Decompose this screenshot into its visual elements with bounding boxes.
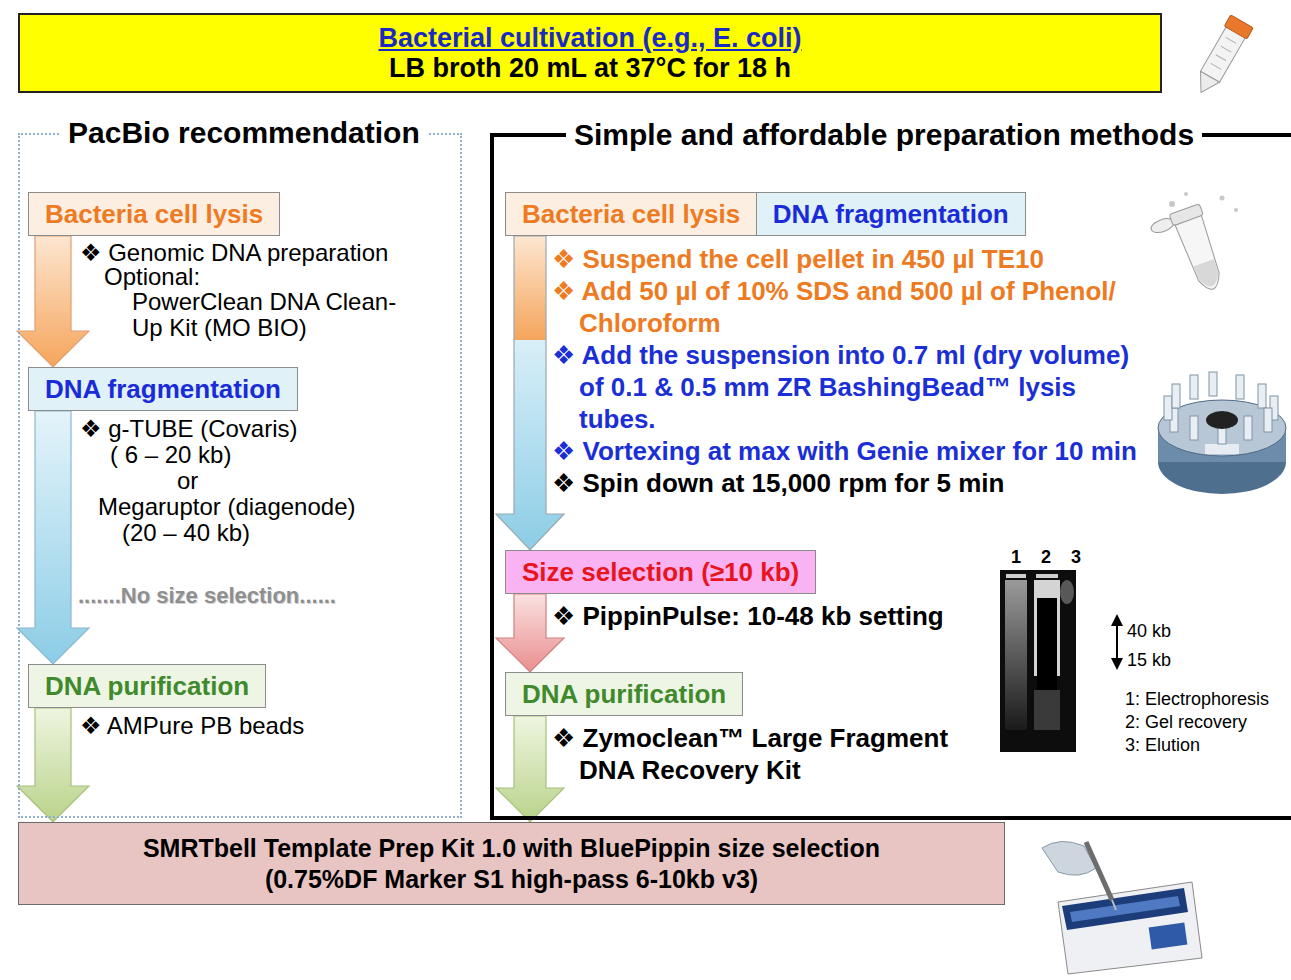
mixer-knob bbox=[1206, 411, 1238, 429]
bead bbox=[1234, 208, 1238, 212]
step-box: DNA fragmentation bbox=[28, 367, 298, 411]
box-heading: PacBio recommendation bbox=[60, 114, 428, 152]
gel-image bbox=[1000, 570, 1076, 752]
box-heading: Bacteria cell lysis bbox=[45, 196, 263, 232]
step-box: Size selection (≥10 kb) bbox=[505, 550, 816, 594]
box-text: LB broth 20 mL at 37°C for 18 h bbox=[389, 53, 791, 83]
well bbox=[1036, 574, 1058, 578]
step-note: ❖ PippinPulse: 10-48 kb setting bbox=[552, 600, 944, 632]
lane-key: 3: Elution bbox=[1125, 734, 1200, 757]
lane-smear bbox=[1005, 580, 1027, 730]
lane-number: 1 bbox=[1011, 546, 1021, 569]
pipette-tip bbox=[1112, 900, 1116, 910]
step-note: Megaruptor (diagenode) bbox=[98, 494, 356, 520]
lane-number: 3 bbox=[1071, 546, 1081, 569]
kit-box: SMRTbell Template Prep Kit 1.0 with Blue… bbox=[18, 822, 1005, 905]
bead bbox=[1169, 201, 1175, 207]
box-heading: DNA fragmentation bbox=[45, 371, 281, 407]
lane-key: 2: Gel recovery bbox=[1125, 711, 1247, 734]
step-box: Bacteria cell lysis bbox=[505, 192, 757, 236]
arrow-head bbox=[1111, 658, 1123, 670]
mixer-tubes bbox=[1164, 372, 1278, 444]
size-range-arrow bbox=[1111, 614, 1123, 670]
box-heading: DNA purification bbox=[45, 668, 249, 704]
tube-cap bbox=[1224, 15, 1253, 39]
tube bbox=[1190, 375, 1198, 399]
flow-arrow bbox=[17, 411, 89, 664]
beads bbox=[1193, 259, 1222, 290]
elution-band bbox=[1060, 580, 1074, 604]
tube bbox=[1209, 372, 1217, 396]
tube-tip bbox=[1191, 71, 1219, 98]
arrow-line bbox=[1116, 624, 1118, 660]
bead bbox=[1184, 192, 1188, 196]
box-heading: Size selection (≥10 kb) bbox=[522, 554, 799, 590]
tube-body bbox=[1175, 216, 1226, 294]
step-note: ❖ Suspend the cell pellet in 450 µl TE10 bbox=[552, 243, 1044, 275]
tube bbox=[1258, 384, 1266, 408]
flow-arrow bbox=[17, 708, 89, 822]
lane-number: 2 bbox=[1041, 546, 1051, 569]
step-note: PowerClean DNA Clean-Up Kit (MO BIO) bbox=[132, 289, 402, 341]
excised-band bbox=[1037, 598, 1057, 690]
box-heading: Bacterial cultivation (e.g., E. coli) bbox=[378, 23, 801, 53]
instrument-cassette bbox=[1070, 896, 1180, 922]
step-box: DNA purification bbox=[505, 672, 743, 716]
step-note: Optional: bbox=[104, 264, 200, 290]
step-note: ( 6 – 20 kb) bbox=[110, 442, 231, 468]
step-note: ❖ Zymoclean™ Large Fragment DNA Recovery… bbox=[552, 722, 992, 786]
instrument-display bbox=[1149, 923, 1188, 950]
tube bbox=[1172, 384, 1180, 408]
box-text: (0.75%DF Marker S1 high-pass 6-10kb v3) bbox=[265, 864, 758, 895]
box-heading: Simple and affordable preparation method… bbox=[566, 116, 1202, 154]
step-note: ❖ Add the suspension into 0.7 ml (dry vo… bbox=[552, 339, 1142, 435]
bead-tube bbox=[1149, 192, 1238, 302]
step-note: ❖ AMPure PB beads bbox=[80, 713, 304, 739]
tube bbox=[1244, 416, 1252, 440]
box-heading: SMRTbell Template Prep Kit 1.0 with Blue… bbox=[143, 833, 880, 864]
step-note: ❖ Genomic DNA preparation bbox=[80, 240, 388, 266]
tube bbox=[1190, 416, 1198, 440]
mixer-plate bbox=[1205, 444, 1239, 454]
size-label: 40 kb bbox=[1127, 620, 1171, 643]
size-label: 15 kb bbox=[1127, 649, 1171, 672]
box-heading: Bacteria cell lysis bbox=[522, 196, 740, 232]
lane-key: 1: Electrophoresis bbox=[1125, 688, 1269, 711]
tube bbox=[1164, 396, 1172, 420]
step-note: or bbox=[177, 468, 198, 494]
flow-arrow bbox=[17, 236, 89, 367]
step-box: DNA purification bbox=[28, 664, 266, 708]
step-note: ❖ Vortexing at max with Genie mixer for … bbox=[552, 435, 1137, 467]
bluepippin-instrument bbox=[1042, 841, 1202, 974]
step-box: DNA fragmentation bbox=[756, 192, 1026, 236]
step-note: ❖ Spin down at 15,000 rpm for 5 min bbox=[552, 467, 1004, 499]
note-text: .......No size selection...... bbox=[78, 583, 336, 609]
step-note: ❖ g-TUBE (Covaris) bbox=[80, 416, 298, 442]
title-box: Bacterial cultivation (e.g., E. coli)LB … bbox=[18, 13, 1162, 93]
bead bbox=[1220, 196, 1225, 201]
vortex-mixer bbox=[1158, 372, 1286, 494]
step-box: Bacteria cell lysis bbox=[28, 192, 280, 236]
arrow-head bbox=[1111, 614, 1123, 626]
box-heading: DNA purification bbox=[522, 676, 726, 712]
box-heading: DNA fragmentation bbox=[773, 196, 1009, 232]
step-note: ❖ Add 50 µl of 10% SDS and 500 µl of Phe… bbox=[552, 275, 1142, 339]
conical-tube bbox=[1190, 15, 1254, 99]
pipette bbox=[1086, 842, 1112, 900]
tube bbox=[1264, 408, 1272, 432]
instrument-body bbox=[1058, 882, 1202, 974]
lane-smear bbox=[1034, 690, 1060, 730]
gel bbox=[1000, 570, 1076, 752]
step-note: (20 – 40 kb) bbox=[122, 520, 250, 546]
well bbox=[1006, 574, 1026, 578]
instrument-panel bbox=[1062, 888, 1188, 930]
tube bbox=[1236, 375, 1244, 399]
bead-tube-body bbox=[1149, 204, 1229, 302]
tube-marks bbox=[1211, 37, 1236, 69]
